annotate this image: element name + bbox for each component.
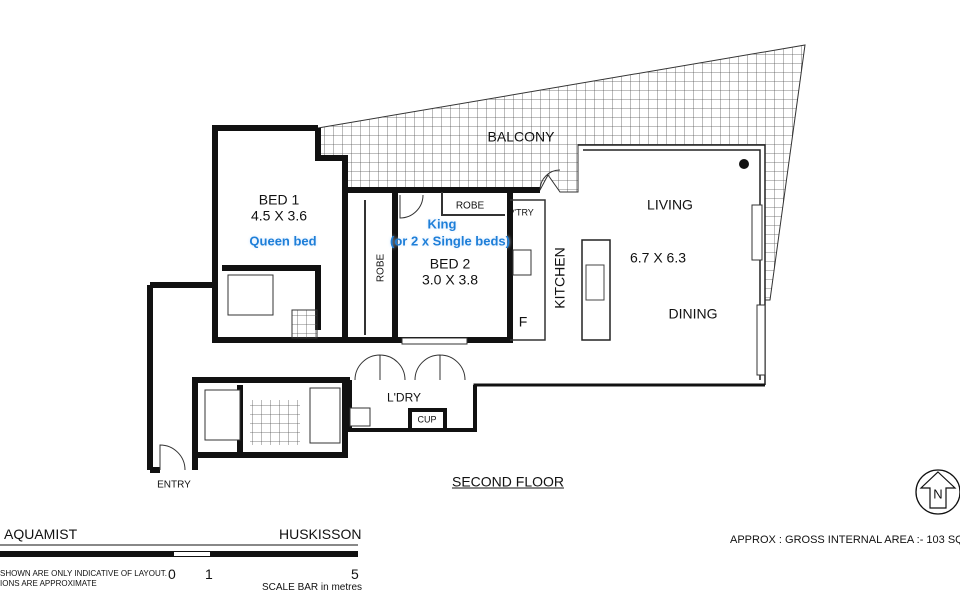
corridor-walls	[147, 282, 350, 473]
pantry-label: P'TRY	[508, 207, 534, 218]
disclaimer-line-2: IONS ARE APPROXIMATE	[0, 579, 97, 588]
disclaimer-line-1: SHOWN ARE ONLY INDICATIVE OF LAYOUT.	[0, 569, 167, 578]
laundry-label: L'DRY	[386, 390, 422, 405]
entry-label: ENTRY	[157, 479, 191, 491]
living-size: 6.7 X 6.3	[629, 249, 687, 266]
robe-bed1-label: ROBE	[375, 253, 387, 283]
bed2-note-single: (or 2 x Single beds)	[390, 233, 510, 249]
scale-label-5: 5	[351, 566, 359, 582]
gross-area: APPROX : GROSS INTERNAL AREA :- 103 SQ	[730, 534, 960, 546]
robe-bed2-label: ROBE	[455, 200, 485, 212]
floor-title: SECOND FLOOR	[451, 473, 565, 490]
dining-label: DINING	[668, 305, 718, 322]
north-label: N	[933, 486, 943, 502]
scale-label-0: 0	[168, 566, 176, 582]
kitchen-label: KITCHEN	[551, 247, 568, 309]
bed1-note: Queen bed	[249, 233, 317, 249]
bed2-size: 3.0 X 3.8	[421, 271, 479, 288]
living-label: LIVING	[647, 196, 693, 213]
building-name: AQUAMIST	[4, 526, 78, 542]
bed1-size: 4.5 X 3.6	[250, 207, 308, 224]
location-name: HUSKISSON	[279, 526, 362, 542]
bed1-walls	[212, 125, 540, 343]
balcony-label: BALCONY	[487, 128, 555, 145]
bed2-label: BED 2	[429, 255, 471, 272]
fridge-label: F	[518, 313, 528, 330]
north-arrow-icon	[915, 469, 960, 515]
scale-caption: SCALE BAR in metres	[262, 582, 363, 593]
bed1-label: BED 1	[258, 191, 300, 208]
bed2-note-king: King	[427, 216, 457, 232]
bed2-walls	[345, 190, 513, 343]
scale-label-1: 1	[205, 566, 213, 582]
cupboard-label: CUP	[417, 414, 437, 425]
